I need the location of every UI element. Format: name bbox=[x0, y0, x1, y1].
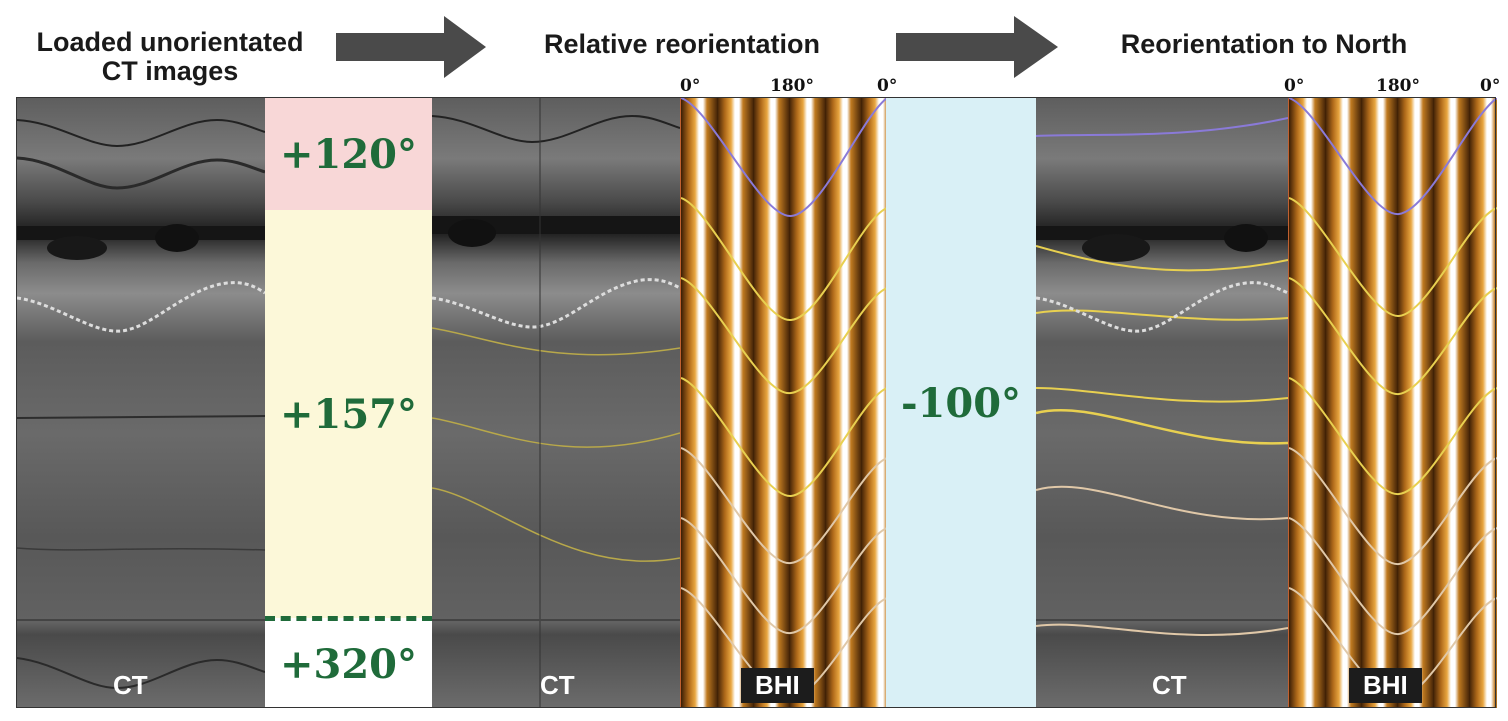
north-offset-rotation: -100° bbox=[886, 98, 1036, 708]
rotation-segment-3: +320° bbox=[265, 621, 432, 708]
segment-divider bbox=[265, 616, 432, 621]
bhi-image-north: BHI bbox=[1288, 98, 1497, 708]
arrow-right-icon bbox=[336, 16, 486, 78]
degree-tick: 180° bbox=[770, 76, 814, 96]
ct-label: CT bbox=[113, 670, 148, 700]
ct-label: CT bbox=[540, 670, 575, 700]
bhi-label: BHI bbox=[1349, 668, 1422, 703]
arrow-right-icon bbox=[896, 16, 1058, 78]
rotation-segment-1: +120° bbox=[265, 98, 432, 210]
ct-label: CT bbox=[1152, 670, 1187, 700]
header-loaded-ct: Loaded unorientated CT images bbox=[36, 27, 304, 86]
degree-tick: 0° bbox=[1284, 76, 1305, 96]
degree-tick: 0° bbox=[680, 76, 701, 96]
degree-tick: 0° bbox=[1480, 76, 1501, 96]
ct-image-unoriented: CT bbox=[17, 98, 265, 708]
bhi-label: BHI bbox=[741, 668, 814, 703]
header-relative-reorientation: Relative reorientation bbox=[543, 29, 821, 59]
bhi-image-relative: BHI bbox=[680, 98, 887, 708]
rotation-segment-2: +157° bbox=[265, 210, 432, 618]
ct-image-relative: CT bbox=[432, 98, 680, 708]
header-reorientation-north: Reorientation to North bbox=[1120, 29, 1408, 59]
degree-tick: 0° bbox=[877, 76, 898, 96]
ct-image-north: CT bbox=[1036, 98, 1288, 708]
degree-tick: 180° bbox=[1376, 76, 1420, 96]
